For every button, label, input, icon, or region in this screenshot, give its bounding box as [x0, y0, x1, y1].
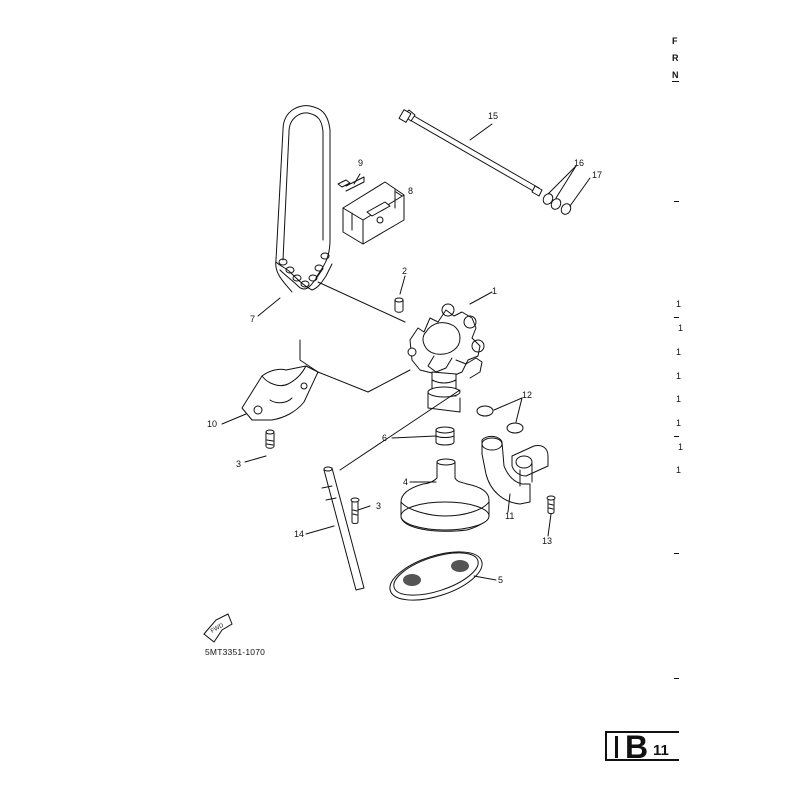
- callout-16: 16: [574, 158, 585, 168]
- header-letter-r: R: [672, 53, 679, 63]
- oil-pipe-11: [481, 435, 549, 505]
- margin-number: 1: [676, 418, 682, 428]
- o-ring-12a: [476, 405, 494, 417]
- margin-number: 1: [676, 347, 682, 357]
- margin-number: 1: [676, 371, 682, 381]
- margin-dash: [674, 201, 679, 202]
- callout-8: 8: [408, 186, 414, 196]
- callout-9: 9: [358, 158, 364, 168]
- page-badge: B 11: [605, 729, 679, 765]
- callout-12: 12: [522, 390, 533, 400]
- bolt-3-lower: [350, 497, 360, 524]
- margin-dash: [674, 553, 679, 554]
- pump-body-lower: [427, 386, 461, 413]
- strainer-5: [389, 551, 483, 601]
- callout-3-lower: 3: [376, 501, 382, 511]
- callout-11: 11: [505, 511, 515, 521]
- fwd-arrow-icon: FWD: [203, 613, 233, 643]
- margin-number: 1: [678, 323, 684, 333]
- o-ring-12b: [506, 422, 524, 434]
- callout-3: 3: [236, 459, 242, 469]
- oil-delivery-pipe: [398, 109, 543, 197]
- callout-15: 15: [488, 111, 499, 121]
- callout-13: 13: [542, 536, 553, 546]
- o-ring-17: [560, 203, 572, 215]
- bolt-13: [546, 495, 556, 514]
- callout-5: 5: [498, 575, 504, 585]
- callout-1: 1: [492, 286, 498, 296]
- leader-chain-to-pump: [317, 281, 406, 323]
- header-letter-n: N: [672, 70, 679, 82]
- margin-number: 1: [678, 442, 684, 452]
- header-letter-f: F: [672, 36, 678, 46]
- margin-dash: [674, 678, 679, 679]
- o-ring-16b: [550, 198, 562, 210]
- margin-number: 1: [676, 394, 682, 404]
- dowel-pin-2: [394, 297, 404, 313]
- badge-letter: B: [625, 729, 649, 765]
- callout-4: 4: [403, 477, 409, 487]
- callout-7: 7: [250, 314, 256, 324]
- callout-14: 14: [294, 529, 305, 539]
- drive-chain: [275, 105, 333, 293]
- margin-dash: [674, 317, 679, 318]
- callout-6: 6: [382, 433, 388, 443]
- callout-10: 10: [207, 419, 218, 429]
- screw-9: [337, 176, 365, 192]
- chain-guide: [342, 181, 405, 245]
- badge-bar: [615, 736, 618, 758]
- bracket-10: [241, 365, 319, 421]
- collar-6: [435, 426, 455, 446]
- badge-number: 11: [653, 742, 669, 759]
- bolt-3-upper: [265, 429, 275, 449]
- margin-number: 1: [676, 299, 682, 309]
- margin-number: 1: [676, 465, 682, 475]
- callout-17: 17: [592, 170, 603, 180]
- part-code: 5MT3351-1070: [205, 647, 266, 657]
- pipe-14: [321, 466, 365, 591]
- oil-pump-assembly: [407, 303, 485, 397]
- callout-2: 2: [402, 266, 408, 276]
- margin-dash: [674, 436, 679, 437]
- strainer-housing-4: [400, 458, 490, 532]
